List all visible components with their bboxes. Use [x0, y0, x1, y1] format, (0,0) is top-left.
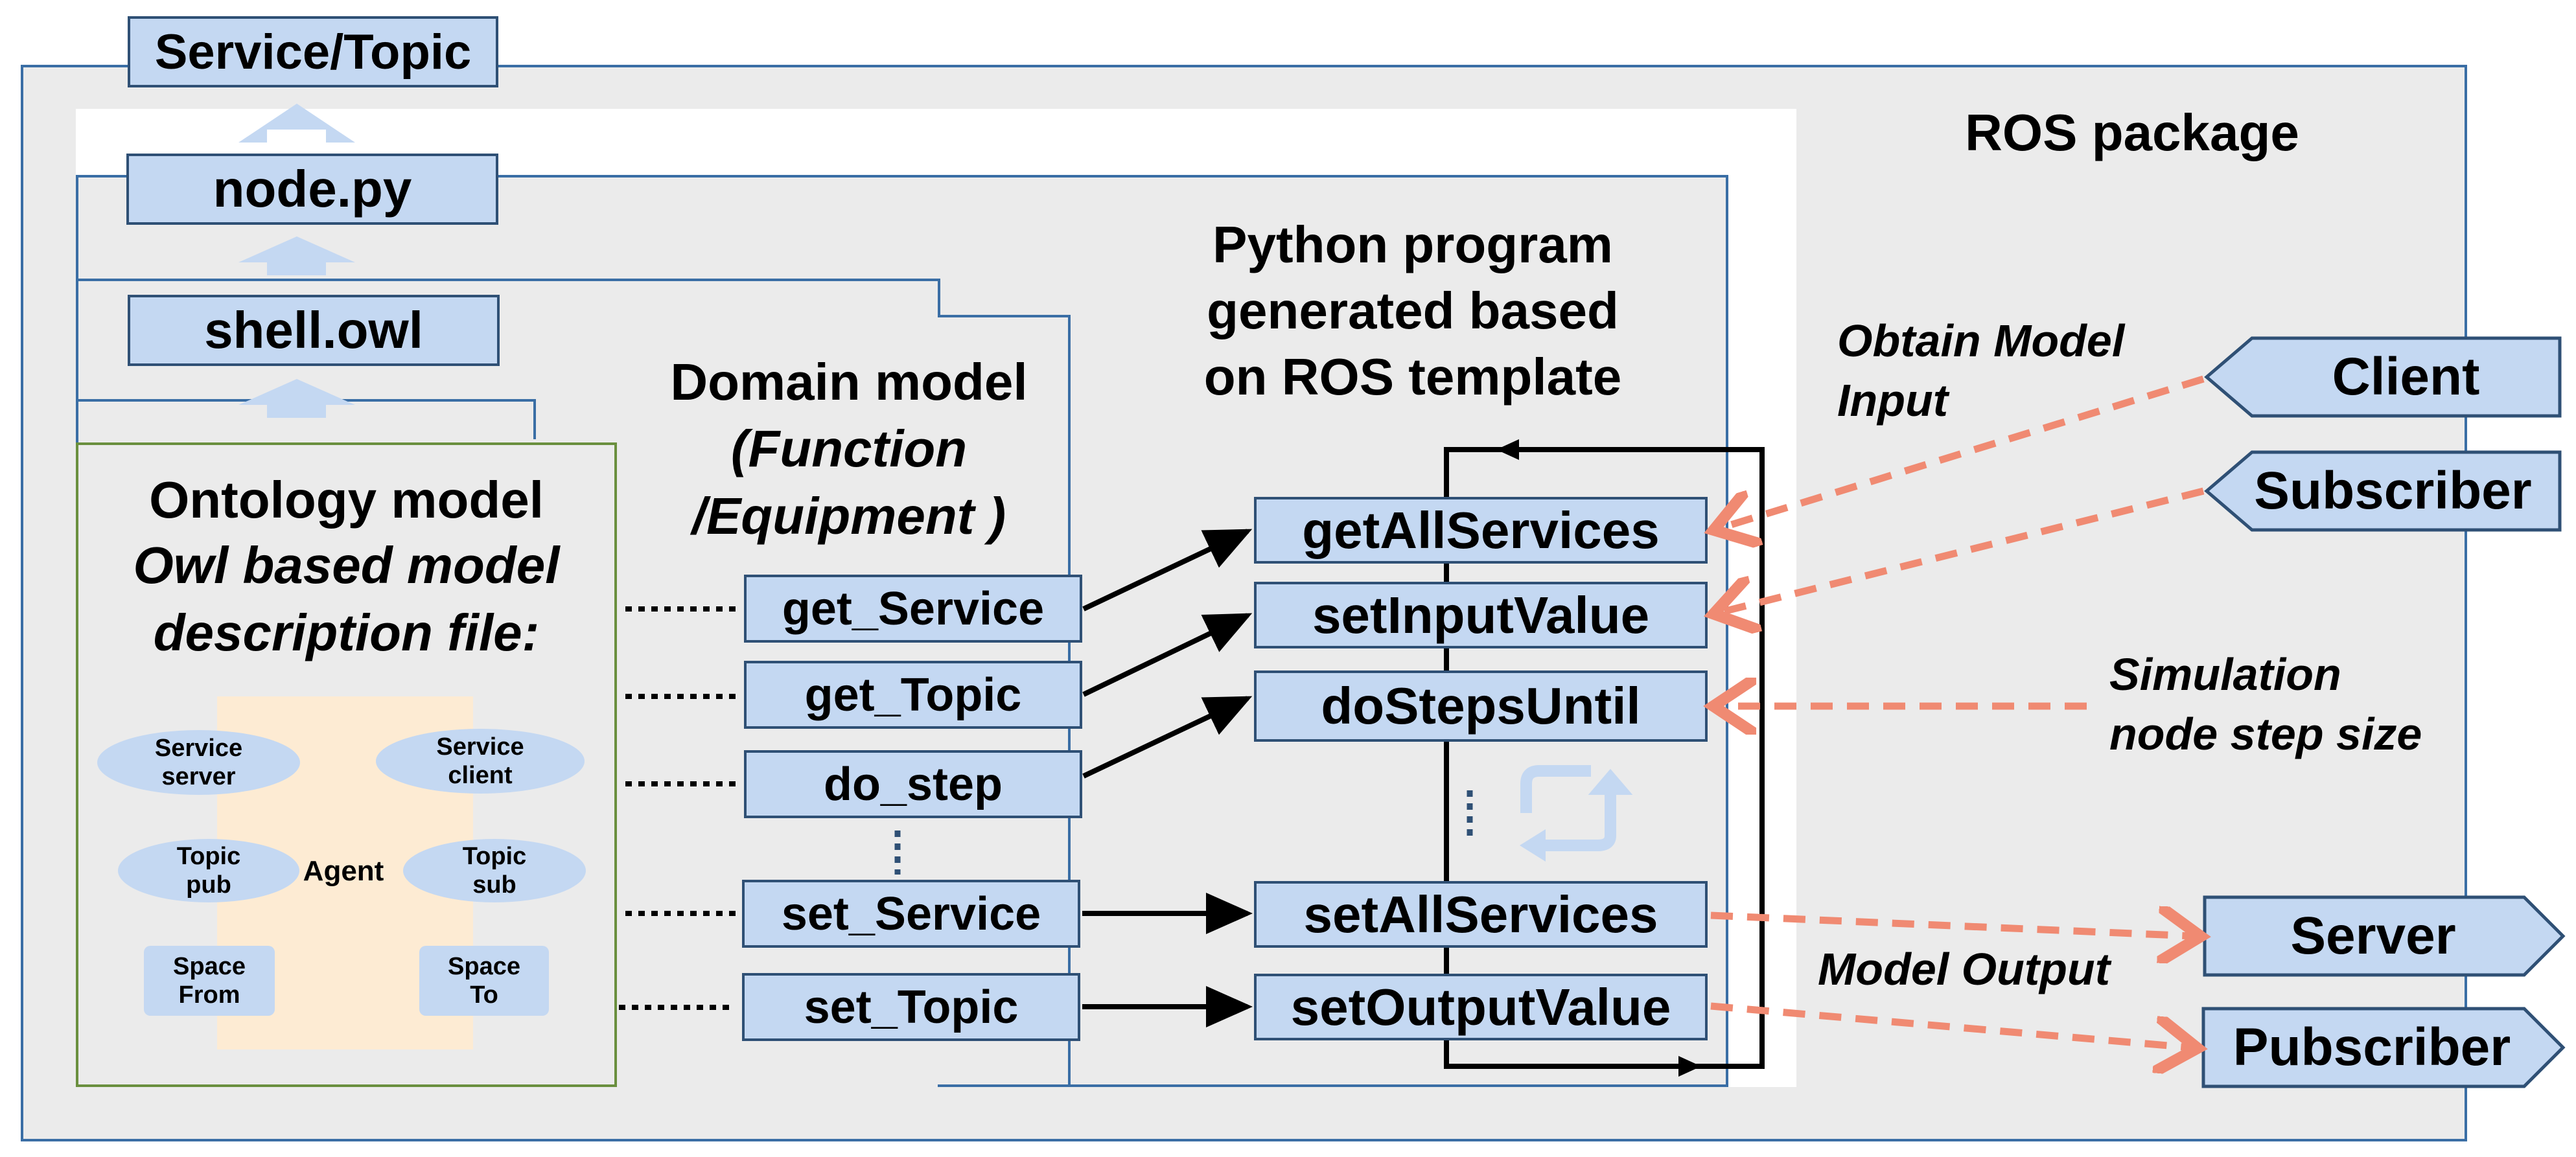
- simulation-step-label: Simulation node step size: [2109, 649, 2422, 759]
- domain-level-frame: [76, 399, 536, 438]
- subscriber-tag: Subscriber: [2254, 461, 2532, 520]
- fn-do-step: do_step: [744, 750, 1082, 818]
- method-dostepsuntil: doStepsUntil: [1254, 670, 1708, 742]
- domain-model-title: Domain model: [670, 353, 1028, 411]
- node-py-box: node.py: [126, 154, 498, 225]
- fn-set-service: set_Service: [742, 880, 1080, 948]
- fn-set-topic: set_Topic: [742, 973, 1080, 1041]
- domain-frame-right: [938, 315, 1071, 317]
- shell-level-frame-step: [938, 279, 940, 317]
- service-client-node: Service client: [376, 729, 585, 794]
- topic-pub-node: Topic pub: [118, 839, 299, 902]
- server-tag: Server: [2290, 906, 2456, 965]
- method-getallservices: getAllServices: [1254, 497, 1708, 564]
- obtain-model-input-label: Obtain Model Input: [1837, 315, 2125, 426]
- method-setinputvalue: setInputValue: [1254, 582, 1708, 648]
- model-output-label: Model Output: [1818, 944, 2111, 994]
- fn-get-topic: get_Topic: [744, 661, 1082, 729]
- domain-model-subtitle: (Function /Equipment ): [691, 420, 1006, 545]
- service-topic-box: Service/Topic: [128, 16, 498, 87]
- topic-sub-node: Topic sub: [403, 839, 586, 902]
- space-to-node: Space To: [419, 946, 549, 1016]
- python-program-title: Python program generated based on ROS te…: [1203, 216, 1622, 406]
- client-tag: Client: [2332, 347, 2480, 406]
- loop-frame: [1444, 447, 1765, 1069]
- ontology-title: Ontology model: [149, 471, 544, 529]
- service-server-node: Service server: [97, 730, 300, 795]
- method-setoutputvalue: setOutputValue: [1254, 974, 1708, 1040]
- space-from-node: Space From: [144, 946, 275, 1016]
- ontology-subtitle: Owl based model description file:: [133, 536, 560, 661]
- shell-owl-box: shell.owl: [128, 295, 500, 366]
- pubscriber-tag: Pubscriber: [2233, 1018, 2511, 1077]
- fn-get-service: get_Service: [744, 575, 1082, 643]
- method-setallservices: setAllServices: [1254, 881, 1708, 948]
- domain-frame-step-v: [533, 399, 536, 439]
- ros-package-label: ROS package: [1965, 104, 2299, 161]
- agent-label: Agent: [303, 855, 384, 887]
